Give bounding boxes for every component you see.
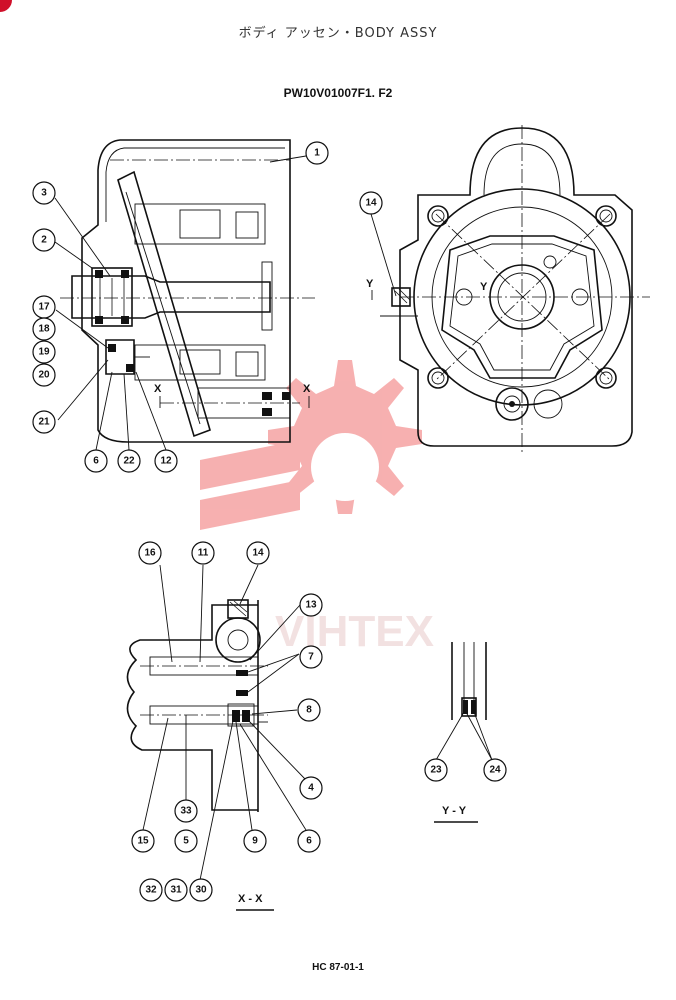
- svg-text:3: 3: [41, 188, 47, 199]
- svg-text:1: 1: [314, 148, 320, 159]
- watermark-text: VIHTEX: [275, 607, 434, 656]
- svg-text:4: 4: [308, 783, 314, 794]
- section-mark-y-right: Y: [480, 281, 488, 293]
- svg-text:6: 6: [306, 836, 312, 847]
- callout-23: 22: [117, 449, 141, 473]
- watermark-logo: VIHTEX: [200, 360, 434, 656]
- svg-text:7: 7: [308, 652, 314, 663]
- section-xx-view: [126, 599, 268, 812]
- part-callouts: 1 3 2 17 18 19 20 21 6 22 12 14 16 11 14…: [32, 141, 507, 902]
- front-view: Y Y: [366, 125, 650, 452]
- callout-3: 3: [32, 181, 56, 205]
- drawing-code: PW10V01007F1. F2: [283, 86, 393, 100]
- svg-text:24: 24: [489, 765, 501, 776]
- svg-text:30: 30: [195, 885, 207, 896]
- svg-text:6: 6: [93, 456, 99, 467]
- svg-text:8: 8: [306, 705, 312, 716]
- svg-text:9: 9: [252, 836, 258, 847]
- section-label-xx: X - X: [238, 893, 263, 905]
- callout-20: 19: [32, 340, 56, 364]
- callout-9: 9: [243, 829, 267, 853]
- svg-text:22: 22: [123, 456, 135, 467]
- section-mark-y-left: Y: [366, 278, 374, 290]
- svg-text:5: 5: [183, 836, 189, 847]
- svg-text:18: 18: [38, 324, 50, 335]
- callout-17: 16: [138, 541, 162, 565]
- callout-7: 7: [299, 645, 323, 669]
- callout-6-bottom: 6: [297, 829, 321, 853]
- callout-4: 4: [299, 776, 323, 800]
- callout-8: 8: [297, 698, 321, 722]
- svg-text:21: 21: [38, 417, 50, 428]
- page-reference: HC 87-01-1: [312, 962, 364, 973]
- svg-text:16: 16: [144, 548, 156, 559]
- callout-12: 12: [154, 449, 178, 473]
- callout-24: 24: [483, 758, 507, 782]
- svg-text:23: 23: [430, 765, 442, 776]
- section-yy-view: [451, 642, 487, 720]
- svg-text:19: 19: [38, 347, 50, 358]
- svg-text:13: 13: [305, 600, 317, 611]
- callout-2: 2: [32, 228, 56, 252]
- leader-lines: [54, 155, 493, 881]
- svg-text:31: 31: [170, 885, 182, 896]
- callout-30: 30: [189, 878, 213, 902]
- svg-text:14: 14: [365, 198, 377, 209]
- callout-32: 32: [139, 878, 163, 902]
- callout-14-bottom: 14: [246, 541, 270, 565]
- callout-1: 1: [305, 141, 329, 165]
- svg-text:32: 32: [145, 885, 157, 896]
- svg-text:11: 11: [198, 548, 209, 559]
- callout-21: 20: [32, 363, 56, 387]
- callout-11: 11: [191, 541, 215, 565]
- svg-text:20: 20: [38, 370, 50, 381]
- callout-16: 15: [131, 829, 155, 853]
- svg-text:33: 33: [180, 806, 192, 817]
- svg-text:12: 12: [160, 456, 172, 467]
- diagram-title: ボディ アッセン・BODY ASSY: [238, 26, 438, 41]
- callout-31: 31: [164, 878, 188, 902]
- section-label-yy: Y - Y: [442, 805, 467, 817]
- callout-22: 21: [32, 410, 56, 434]
- callout-6-top: 6: [84, 449, 108, 473]
- svg-text:14: 14: [252, 548, 264, 559]
- callout-19: 18: [32, 317, 56, 341]
- side-view: X X: [60, 139, 315, 443]
- section-mark-x-right: X: [303, 383, 311, 395]
- callout-13: 13: [299, 593, 323, 617]
- callout-33: 33: [174, 799, 198, 823]
- svg-text:15: 15: [137, 836, 149, 847]
- callout-5: 5: [174, 829, 198, 853]
- svg-text:2: 2: [41, 235, 47, 246]
- corner-marker: [0, 0, 12, 12]
- callout-15: 23: [424, 758, 448, 782]
- svg-text:17: 17: [38, 302, 50, 313]
- callout-18: 17: [32, 295, 56, 319]
- section-mark-x-left: X: [154, 383, 162, 395]
- callout-14-top: 14: [359, 191, 383, 215]
